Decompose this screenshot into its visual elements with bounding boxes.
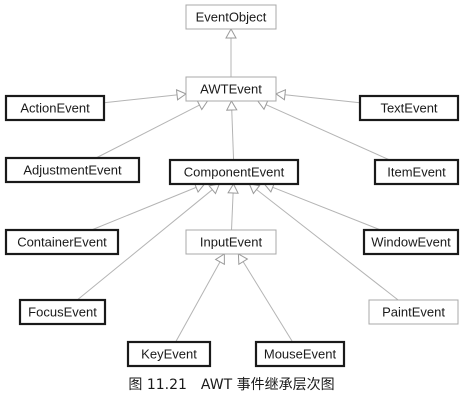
- edge-line: [175, 261, 221, 343]
- class-name-label: AdjustmentEvent: [23, 163, 122, 178]
- edge-line: [231, 109, 235, 161]
- edge-componentevent-to-awtevent: [225, 99, 238, 161]
- class-box-border: [373, 158, 460, 186]
- class-box-containerevent: ContainerEvent: [4, 228, 120, 256]
- edge-line: [284, 94, 361, 104]
- class-name-label: ContainerEvent: [17, 235, 107, 250]
- class-box-border: [4, 156, 141, 184]
- inheritance-arrowhead: [274, 88, 287, 101]
- inheritance-arrowhead: [225, 27, 237, 39]
- class-box-inputevent: InputEvent: [185, 229, 277, 255]
- class-name-label: InputEvent: [200, 235, 263, 250]
- class-name-label: FocusEvent: [28, 305, 97, 320]
- inheritance-arrowhead: [214, 253, 225, 266]
- class-box-actionevent: ActionEvent: [4, 94, 106, 122]
- inheritance-arrowhead: [175, 89, 188, 101]
- class-box-border: [168, 158, 300, 186]
- class-box-mouseevent: MouseEvent: [254, 340, 346, 368]
- edge-line: [242, 261, 294, 343]
- edge-windowevent-to-componentevent: [263, 182, 381, 231]
- edge-adjustmentevent-to-awtevent: [95, 100, 209, 159]
- edge-keyevent-to-inputevent: [175, 253, 225, 343]
- inheritance-arrowhead: [208, 183, 221, 195]
- class-box-eventobject: EventObject: [185, 4, 277, 30]
- class-name-label: AWTEvent: [200, 82, 262, 97]
- class-name-label: ComponentEvent: [184, 165, 285, 180]
- inheritance-arrowhead: [227, 182, 239, 194]
- class-name-label: MouseEvent: [264, 347, 337, 362]
- inheritance-arrowhead: [248, 183, 261, 195]
- edge-inputevent-to-componentevent: [227, 182, 239, 231]
- edge-line: [103, 94, 178, 104]
- edge-textevent-to-awtevent: [274, 88, 361, 104]
- class-box-border: [18, 298, 107, 326]
- class-box-border: [254, 340, 346, 368]
- class-box-windowevent: WindowEvent: [362, 228, 460, 256]
- figure-caption: 图 11.21 AWT 事件继承层次图: [128, 377, 335, 393]
- class-box-border: [362, 228, 460, 256]
- class-box-focusevent: FocusEvent: [18, 298, 107, 326]
- edge-line: [256, 189, 399, 301]
- class-box-border: [185, 4, 277, 30]
- edge-actionevent-to-awtevent: [103, 89, 188, 104]
- class-name-label: PaintEvent: [382, 305, 445, 320]
- class-box-itemevent: ItemEvent: [373, 158, 460, 186]
- class-box-border: [126, 340, 212, 368]
- class-name-label: TextEvent: [380, 101, 437, 116]
- edge-line: [265, 104, 390, 161]
- edge-line: [95, 104, 200, 159]
- inheritance-arrowhead: [237, 253, 249, 266]
- class-box-componentevent: ComponentEvent: [168, 158, 300, 186]
- class-box-border: [185, 76, 277, 102]
- class-name-label: ItemEvent: [387, 165, 446, 180]
- class-box-border: [4, 228, 120, 256]
- edge-line: [76, 189, 213, 301]
- class-box-paintevent: PaintEvent: [368, 299, 459, 325]
- class-box-awtevent: AWTEvent: [185, 76, 277, 102]
- class-box-keyevent: KeyEvent: [126, 340, 212, 368]
- class-box-border: [368, 299, 459, 325]
- class-box-textevent: TextEvent: [358, 94, 460, 122]
- class-box-border: [185, 229, 277, 255]
- inheritance-arrowhead: [225, 99, 238, 111]
- class-name-label: KeyEvent: [141, 347, 197, 362]
- edge-mouseevent-to-inputevent: [237, 253, 294, 343]
- class-box-border: [358, 94, 460, 122]
- inheritance-edges: [76, 27, 399, 343]
- class-name-label: ActionEvent: [20, 101, 90, 116]
- edge-line: [231, 192, 234, 231]
- class-name-label: EventObject: [196, 10, 267, 25]
- class-box-adjustmentevent: AdjustmentEvent: [4, 156, 141, 184]
- class-name-label: WindowEvent: [371, 235, 451, 250]
- edge-line: [91, 186, 197, 231]
- edge-line: [272, 186, 381, 231]
- edge-containerevent-to-componentevent: [91, 182, 206, 231]
- class-box-border: [4, 94, 106, 122]
- edge-awtevent-to-eventobject: [225, 27, 237, 77]
